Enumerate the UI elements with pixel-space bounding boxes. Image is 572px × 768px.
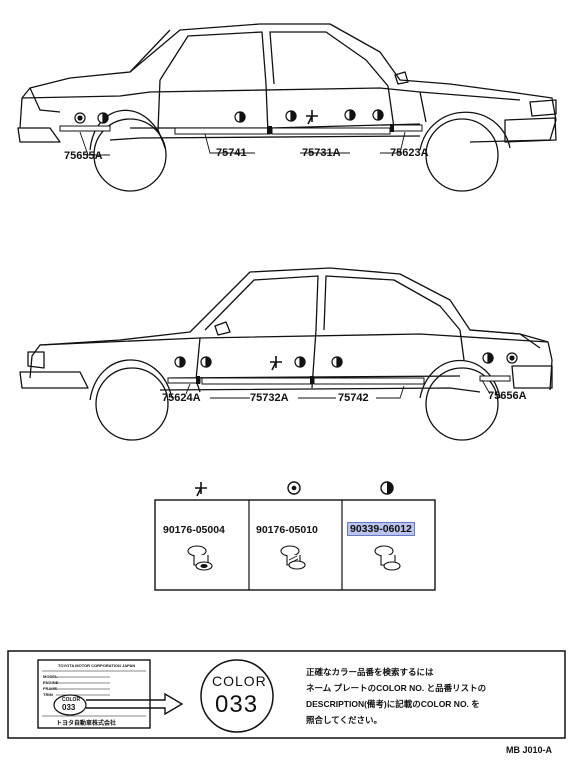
callout-75624A: 75624A — [162, 392, 201, 404]
half-circle-icon — [380, 481, 394, 495]
callout-75742: 75742 — [338, 392, 369, 404]
round-clip-icon — [287, 481, 301, 495]
callout-75731A: 75731A — [302, 147, 341, 159]
plate-color-word: COLOR — [62, 697, 81, 703]
callout-75656A: 75656A — [488, 390, 527, 402]
part-number-90176-05004: 90176-05004 — [163, 524, 225, 536]
plate-maker: トヨタ自動車株式会社 — [56, 721, 117, 727]
plate-row-frame: FRAME — [43, 686, 58, 691]
plate-row-model: MODEL — [43, 674, 58, 679]
callout-75732A: 75732A — [250, 392, 289, 404]
reference-code: MB J010-A — [506, 745, 553, 755]
plate-row-engine: ENGINE — [43, 680, 59, 685]
badge-color-code: 033 — [215, 691, 259, 718]
instruction-line-4: 照合してください。 — [306, 715, 382, 725]
part-number-90339-06012[interactable]: 90339-06012 — [347, 522, 415, 536]
plate-row-trim: TRIM — [43, 692, 53, 697]
instruction-line-1: 正確なカラー品番を検索するには — [306, 667, 434, 677]
plate-color-code: 033 — [62, 703, 76, 712]
callout-75623A: 75623A — [390, 147, 429, 159]
clip-part-drawing — [187, 545, 213, 571]
instruction-line-2: ネーム プレートのCOLOR NO. と品番リストの — [306, 683, 487, 693]
name-plate — [37, 659, 151, 729]
callout-75655A: 75655A — [64, 150, 103, 162]
instruction-line-3: DESCRIPTION(備考)に記載のCOLOR NO. を — [306, 699, 480, 709]
cap-part-drawing — [374, 545, 401, 571]
part-number-90176-05010: 90176-05010 — [256, 524, 318, 536]
plus-clip-icon — [195, 482, 207, 497]
badge-color-word: COLOR — [212, 673, 267, 689]
color-badge — [200, 659, 274, 733]
round-part-drawing — [280, 545, 306, 570]
plate-company: TOYOTA MOTOR CORPORATION JAPAN — [58, 663, 136, 668]
callout-75741: 75741 — [216, 147, 247, 159]
arrow-icon — [86, 692, 184, 716]
